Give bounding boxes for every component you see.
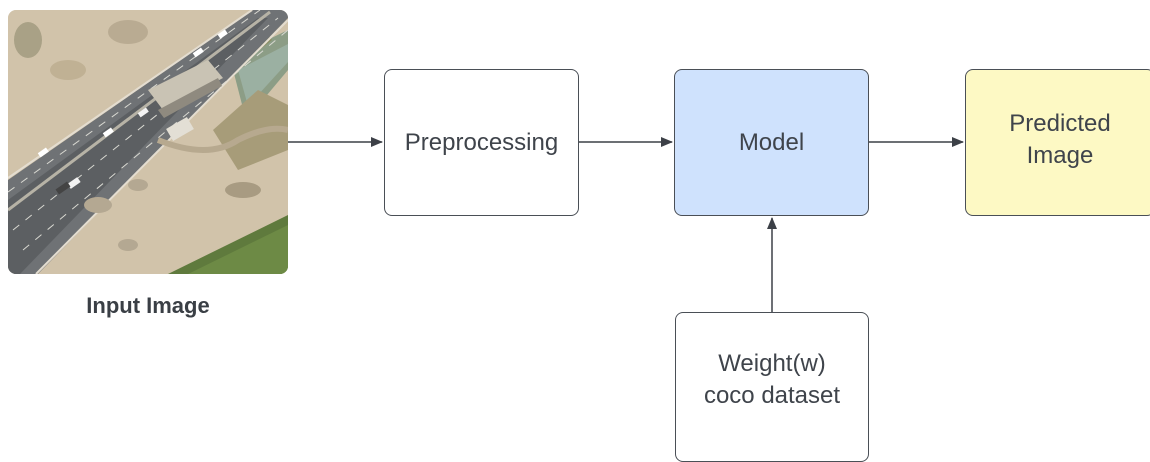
- weight-label-line1: Weight(w): [718, 350, 826, 377]
- predicted-label-line1: Predicted: [1009, 110, 1111, 137]
- input-image: [8, 10, 288, 274]
- preprocessing-label: Preprocessing: [404, 128, 559, 156]
- weight-node: Weight(w) coco dataset: [675, 312, 869, 462]
- predicted-label-line2: Image: [1026, 142, 1094, 169]
- preprocessing-node: Preprocessing: [384, 69, 579, 216]
- aerial-photo: [8, 10, 288, 274]
- model-node: Model: [674, 69, 869, 216]
- model-label: Model: [738, 128, 805, 156]
- input-image-caption: Input Image: [86, 293, 210, 318]
- predicted-image-node: Predicted Image: [965, 69, 1150, 216]
- weight-label-line2: coco dataset: [703, 382, 841, 409]
